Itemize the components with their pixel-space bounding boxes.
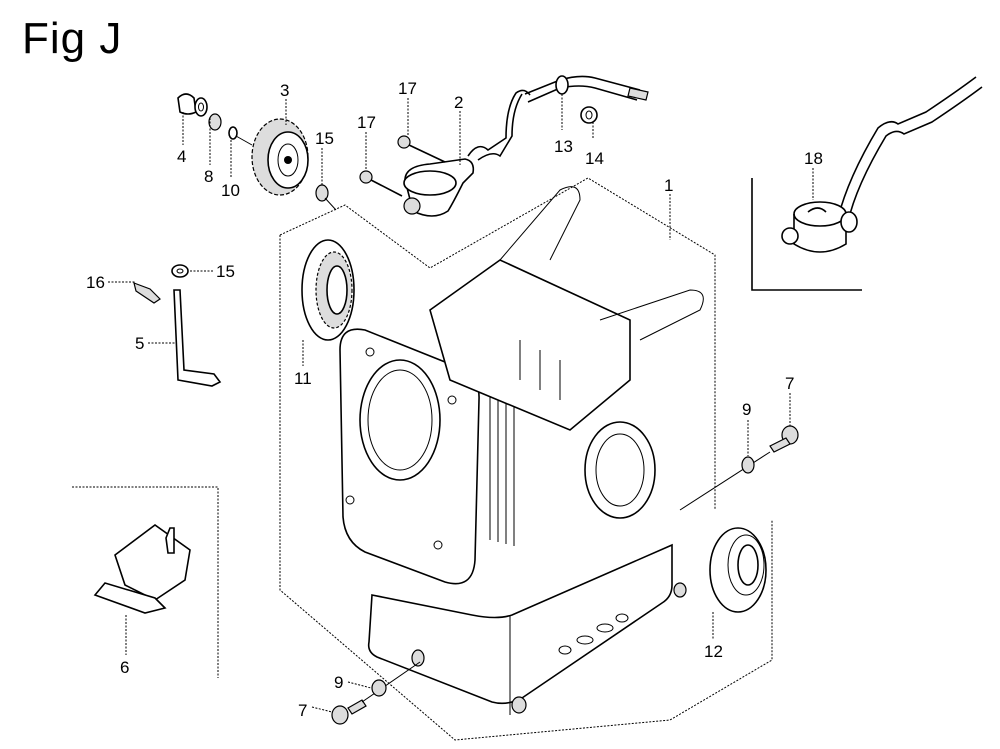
governor-shaft-part [173,289,222,387]
clip-10-part [228,126,253,146]
callout-4: 4 [177,147,186,166]
washer-15-part [315,184,337,211]
callout-1: 1 [664,176,673,195]
bolt-17-part [397,135,446,163]
washer-9-bottom-part [371,679,387,697]
governor-slider-part [177,93,197,115]
governor-gear-part [251,118,309,196]
callout-17-lower: 17 [357,113,376,132]
washer-8b-part [208,113,222,131]
callout-10: 10 [221,181,240,200]
nut-14-part [580,106,598,124]
callout-6: 6 [120,658,129,677]
bolt-7-right-part [679,425,799,511]
oil-seal-part [709,527,767,613]
leader-lines [108,94,814,713]
callout-14: 14 [585,149,604,168]
oil-switch-group-outline [751,178,862,291]
washer-15b-part [171,264,189,278]
callout-18: 18 [804,149,823,168]
callout-3: 3 [280,81,289,100]
bearing-part [301,239,355,341]
callout-7-right: 7 [785,374,794,393]
callout-17-top: 17 [398,79,417,98]
callout-8: 8 [204,167,213,186]
callout-15-mid: 15 [216,262,235,281]
callout-12: 12 [704,642,723,661]
crankcase-part [339,186,704,715]
callout-11: 11 [294,369,312,388]
callout-13: 13 [554,137,573,156]
figure-title: Fig J [22,14,123,63]
crankcase-group-outline [279,177,773,741]
callout-5: 5 [135,334,144,353]
oil-level-switch-part [781,76,983,253]
washer-8-part [194,97,208,117]
callout-9-right: 9 [742,400,751,419]
callout-7-bottom: 7 [298,701,307,720]
callout-9-bottom: 9 [334,673,343,692]
callout-16: 16 [86,273,105,292]
callout-15-top: 15 [315,129,334,148]
bolt-17b-part [359,170,403,197]
engine-mount-part [93,524,191,614]
oil-sensor-bracket-part [403,75,649,217]
mount-group-outline [72,486,219,678]
callout-labels: 1 2 3 4 5 6 7 7 8 9 9 10 11 12 13 14 15 … [86,79,823,720]
pin-16-part [133,282,161,304]
callout-2: 2 [454,93,463,112]
washer-9-right-part [741,456,755,474]
bolt-7-bottom-part [331,661,421,725]
